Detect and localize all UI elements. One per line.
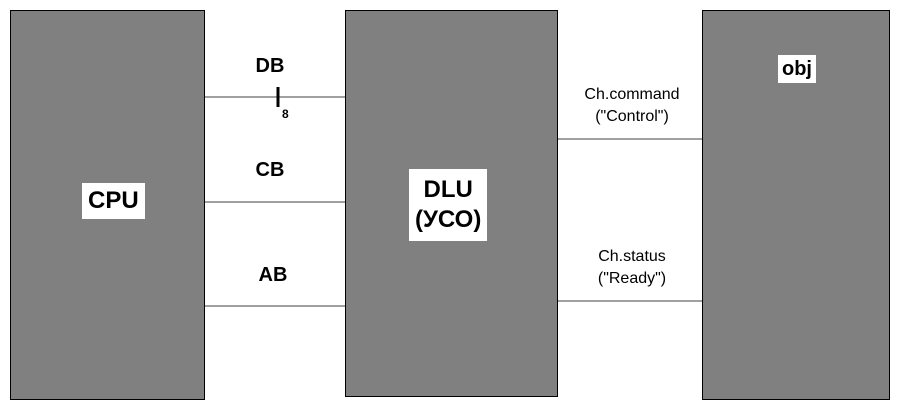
dlu-block: DLU (УСО) [345, 10, 558, 397]
status-channel-signal: ("Ready") [597, 270, 667, 287]
command-channel-label: Ch.command ("Control") [558, 84, 706, 128]
db-width-label: 8 [282, 107, 289, 121]
db-bus-label: DB [255, 55, 285, 77]
obj-block: obj [702, 10, 890, 400]
cpu-block: CPU [10, 10, 205, 400]
command-channel-signal: ("Control") [595, 108, 669, 125]
dlu-label-line2: (УСО) [415, 206, 482, 233]
status-channel-label: Ch.status ("Ready") [558, 246, 706, 290]
cb-bus-label: CB [255, 159, 285, 181]
dlu-label-line1: DLU [423, 176, 473, 203]
command-channel-name: Ch.command [584, 86, 680, 103]
dlu-label: DLU (УСО) [409, 169, 488, 241]
cpu-label: CPU [82, 183, 145, 219]
obj-label: obj [778, 55, 816, 83]
status-channel-name: Ch.status [598, 248, 666, 265]
ab-bus-label: AB [258, 264, 288, 286]
